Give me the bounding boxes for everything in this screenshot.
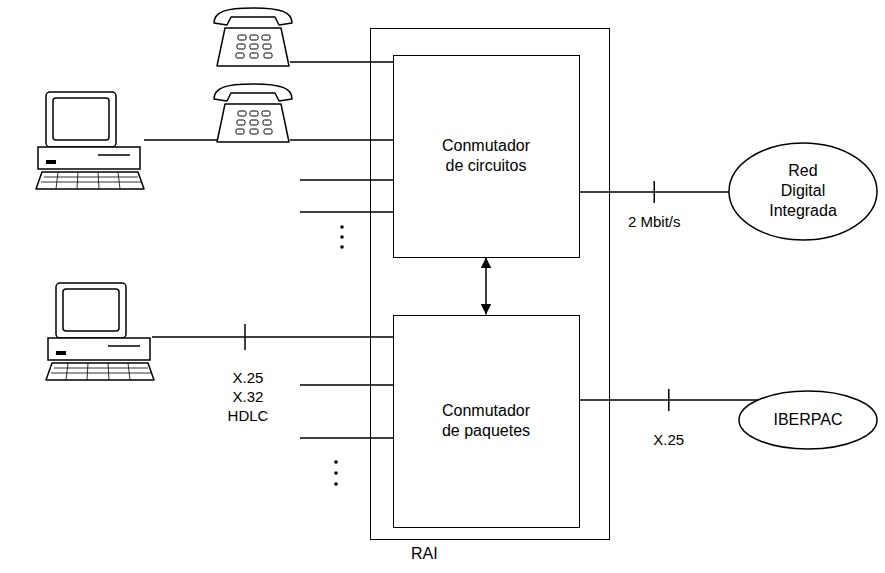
network-ellipse: Red Digital Integrada — [728, 142, 878, 241]
connector-group — [580, 181, 730, 203]
line-wire — [300, 437, 393, 439]
rate-label: X.25 — [651, 431, 686, 449]
ellipsis-dot — [340, 225, 344, 229]
text-holder: Conmutador de paquetes — [394, 316, 579, 527]
line-tick — [654, 181, 656, 203]
network-ellipse: IBERPAC — [738, 390, 878, 450]
line-tick — [244, 324, 246, 350]
line-wire — [144, 139, 218, 141]
text-holder: Conmutador de circuitos — [394, 56, 579, 257]
line-wire — [290, 139, 393, 141]
text-holder: IBERPAC — [738, 390, 878, 450]
computer-icon — [36, 92, 144, 189]
line-tick — [668, 389, 670, 411]
protocol-label: HDLC — [226, 407, 271, 425]
node-label: Conmutador de circuitos — [436, 136, 536, 176]
switch-box: Conmutador de circuitos — [393, 55, 580, 258]
enclosure-label: RAI — [411, 544, 438, 564]
connector-group — [580, 389, 759, 411]
line-wire — [152, 336, 393, 338]
text-holder: RAI — [411, 544, 438, 564]
connector-group — [486, 258, 487, 315]
ellipse-shape — [739, 391, 877, 449]
node-label: Red Digital Integrada — [766, 161, 840, 221]
ellipsis-dot — [334, 471, 338, 475]
rate-label: 2 Mbit/s — [626, 213, 683, 231]
ellipsis-dot — [340, 235, 344, 239]
protocol-label: X.32 — [231, 388, 266, 406]
line-wire — [300, 211, 393, 213]
connector-line — [485, 258, 487, 315]
node-label: IBERPAC — [773, 410, 842, 430]
protocol-label: X.25 — [231, 369, 266, 387]
ellipsis-dot — [334, 482, 338, 486]
computer-icon — [46, 283, 154, 380]
ellipse-shape — [729, 143, 877, 240]
line-wire — [300, 384, 393, 386]
text-holder: Red Digital Integrada — [728, 142, 878, 241]
ellipsis-dot — [334, 460, 338, 464]
line-wire — [290, 61, 393, 63]
switch-box: Conmutador de paquetes — [393, 315, 580, 528]
ellipsis-dot — [340, 245, 344, 249]
node-label: Conmutador de paquetes — [436, 401, 536, 441]
equipment-enclosure: RAIConmutador de circuitosConmutador de … — [370, 28, 610, 540]
telephone-icon — [214, 84, 292, 142]
line-wire — [300, 179, 393, 181]
telephone-icon — [214, 8, 292, 66]
